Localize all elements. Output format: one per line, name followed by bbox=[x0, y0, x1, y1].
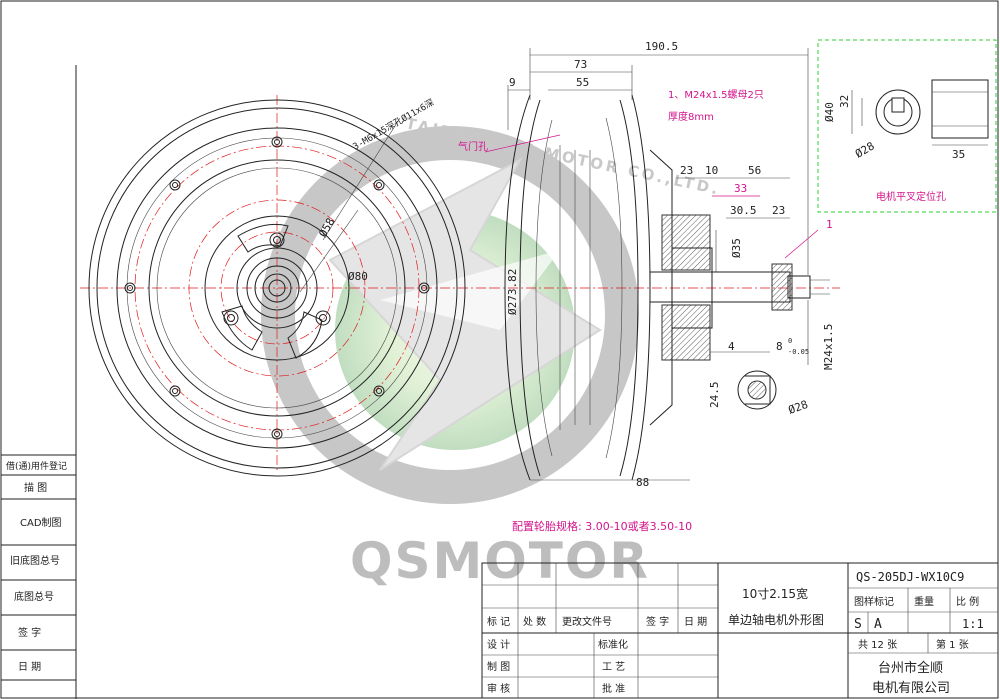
header-scale: 比 例 bbox=[956, 595, 979, 608]
detail-caption: 电机平叉定位孔 bbox=[876, 190, 946, 203]
detail-dim-phi28: Ø28 bbox=[853, 139, 877, 160]
fork-hole-detail bbox=[817, 39, 997, 213]
detail-dim-32: 32 bbox=[838, 95, 851, 108]
front-view bbox=[80, 95, 490, 477]
dim-10: 10 bbox=[705, 164, 718, 177]
watermark-brand-text: QSMOTOR bbox=[350, 532, 650, 590]
header-weight: 重量 bbox=[914, 595, 934, 608]
title-line-1: 10寸2.15宽 bbox=[742, 586, 808, 601]
margin-cell-base: 底图总号 bbox=[14, 590, 54, 603]
dim-55: 55 bbox=[576, 76, 589, 89]
dim-8-tol-upper: 0 bbox=[788, 337, 792, 345]
company-line-2: 电机有限公司 bbox=[872, 681, 950, 696]
dim-phi273-82: Ø273.82 bbox=[506, 269, 519, 315]
sig-process: 工 艺 bbox=[602, 661, 625, 673]
margin-cell-registration: 借(通)用件登记 bbox=[6, 460, 67, 472]
rev-header-sign: 签 字 bbox=[646, 615, 669, 628]
dim-8: 8 bbox=[776, 340, 783, 353]
margin-cell-date: 日 期 bbox=[18, 661, 41, 673]
dim-9: 9 bbox=[509, 76, 516, 89]
tire-spec: 配置轮胎规格: 3.00-10或者3.50-10 bbox=[512, 519, 692, 533]
left-margin-table: 借(通)用件登记 描 图 CAD制图 旧底图总号 底图总号 签 字 日 期 bbox=[1, 454, 76, 681]
rev-header-doc: 更改文件号 bbox=[562, 615, 612, 628]
title-line-2: 单边轴电机外形图 bbox=[728, 612, 824, 627]
sig-standard: 标准化 bbox=[598, 638, 628, 651]
side-dimension-lines bbox=[507, 48, 819, 481]
label-1: 1 bbox=[826, 218, 833, 231]
title-block bbox=[481, 562, 999, 699]
sheet-number: 第 1 张 bbox=[936, 638, 969, 651]
margin-cell-sign: 签 字 bbox=[18, 626, 41, 639]
mark-a: A bbox=[874, 617, 882, 632]
mark-s: S bbox=[854, 617, 862, 632]
sig-draw: 制 图 bbox=[487, 660, 510, 673]
front-dim-phi80: Ø80 bbox=[348, 270, 368, 283]
note-nut: 1、M24x1.5螺母2只 bbox=[668, 89, 764, 101]
company-line-1: 台州市全顺 bbox=[878, 660, 943, 676]
dim-30-5: 30.5 bbox=[730, 204, 757, 217]
rev-header-count: 处 数 bbox=[523, 615, 546, 628]
dim-phi28-side: Ø28 bbox=[787, 398, 810, 417]
margin-cell-trace: 描 图 bbox=[24, 481, 47, 494]
rev-header-date: 日 期 bbox=[684, 616, 707, 628]
dim-190-5: 190.5 bbox=[645, 40, 678, 53]
sig-approve: 批 准 bbox=[602, 682, 625, 695]
sheets-total: 共 12 张 bbox=[858, 639, 897, 651]
dim-24-5: 24.5 bbox=[708, 382, 721, 409]
scale-value: 1:1 bbox=[962, 617, 984, 631]
header-drawing-mark: 图样标记 bbox=[854, 595, 894, 608]
dim-4: 4 bbox=[728, 340, 735, 353]
sig-design: 设 计 bbox=[487, 638, 510, 651]
bolt-holes bbox=[124, 136, 430, 440]
drawing-number: QS-205DJ-WX10C9 bbox=[856, 570, 964, 584]
dim-23-right: 23 bbox=[772, 204, 785, 217]
dim-m24: M24x1.5 bbox=[822, 324, 835, 370]
dim-88: 88 bbox=[636, 476, 649, 489]
side-view bbox=[490, 94, 840, 481]
detail-dim-35: 35 bbox=[952, 148, 965, 161]
margin-cell-old-base: 旧底图总号 bbox=[10, 554, 60, 567]
dim-8-tol-lower: -0.05 bbox=[788, 348, 809, 356]
sig-review: 审 核 bbox=[487, 682, 510, 695]
detail-dim-phi40: Ø40 bbox=[823, 102, 836, 122]
dim-56: 56 bbox=[748, 164, 761, 177]
dim-23-left: 23 bbox=[680, 164, 693, 177]
note-valve-hole: 气门孔 bbox=[458, 140, 488, 153]
margin-cell-cad: CAD制图 bbox=[20, 516, 62, 529]
dim-73: 73 bbox=[574, 58, 587, 71]
watermark-logo bbox=[261, 126, 639, 504]
rev-header-mark: 标 记 bbox=[487, 616, 510, 628]
note-thickness: 厚度8mm bbox=[668, 110, 714, 123]
dim-33: 33 bbox=[734, 182, 747, 195]
dim-phi35: Ø35 bbox=[730, 238, 743, 258]
shaft-section bbox=[737, 370, 777, 410]
